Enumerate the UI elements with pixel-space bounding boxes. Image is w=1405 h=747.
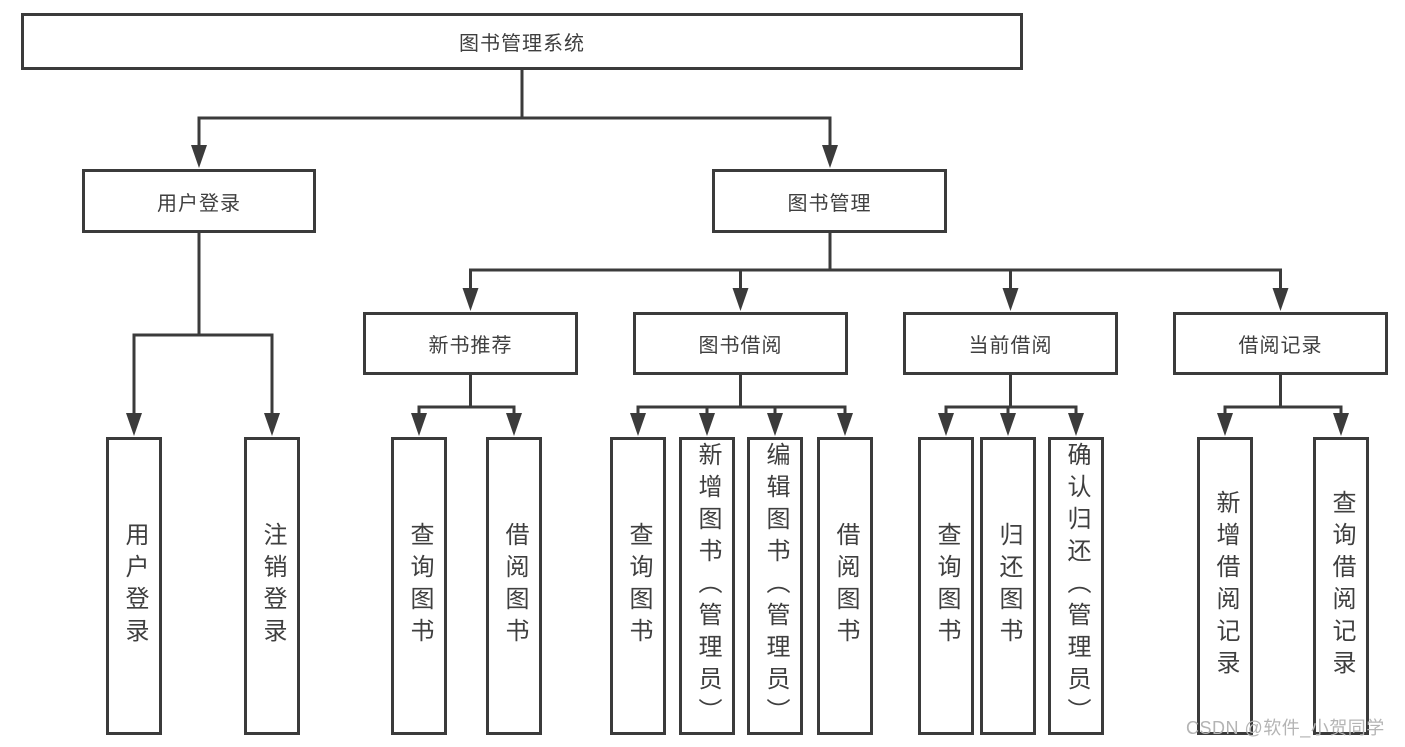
node-new-book-recommend: 新书推荐 (363, 312, 578, 375)
leaf-query-book-borrow-label: 查询图书 (625, 522, 652, 650)
leaf-borrow-book-recommend-label: 借阅图书 (501, 522, 528, 650)
leaf-add-borrow-record-label: 新增借阅记录 (1212, 490, 1239, 682)
node-book-borrow: 图书借阅 (633, 312, 848, 375)
leaf-borrow-book-borrow: 借阅图书 (817, 437, 873, 735)
leaf-query-book-recommend-label: 查询图书 (406, 522, 433, 650)
leaf-logout-label: 注销登录 (259, 522, 286, 650)
csdn-watermark: CSDN @软件_小贺同学 (1186, 718, 1385, 738)
node-user-login-label: 用户登录 (157, 192, 241, 215)
node-new-book-recommend-label: 新书推荐 (428, 335, 513, 357)
leaf-return-book: 归还图书 (980, 437, 1036, 735)
leaf-add-book-admin: 新增图书（管理员） (679, 437, 735, 735)
leaf-borrow-book-borrow-label: 借阅图书 (832, 522, 859, 650)
leaf-user-login: 用户登录 (106, 437, 162, 735)
node-root-label: 图书管理系统 (459, 33, 585, 55)
node-current-borrow: 当前借阅 (903, 312, 1118, 375)
node-current-borrow-label: 当前借阅 (968, 335, 1053, 357)
leaf-user-login-label: 用户登录 (121, 522, 148, 650)
arrowheads (126, 145, 1349, 436)
leaf-query-book-current: 查询图书 (918, 437, 974, 735)
leaf-edit-book-admin-label: 编辑图书（管理员） (762, 442, 789, 730)
leaf-query-borrow-record: 查询借阅记录 (1313, 437, 1369, 735)
leaf-edit-book-admin: 编辑图书（管理员） (747, 437, 803, 735)
node-book-management-label: 图书管理 (787, 192, 872, 215)
leaf-query-book-recommend: 查询图书 (391, 437, 447, 735)
leaf-query-book-current-label: 查询图书 (933, 522, 960, 650)
leaf-query-book-borrow: 查询图书 (610, 437, 666, 735)
leaf-add-book-admin-label: 新增图书（管理员） (694, 442, 721, 730)
leaf-return-book-label: 归还图书 (995, 522, 1022, 650)
node-user-login: 用户登录 (82, 169, 316, 233)
node-book-management: 图书管理 (712, 169, 947, 233)
leaf-add-borrow-record: 新增借阅记录 (1197, 437, 1253, 735)
node-root: 图书管理系统 (21, 13, 1023, 70)
leaf-logout: 注销登录 (244, 437, 300, 735)
leaf-confirm-return-admin-label: 确认归还（管理员） (1063, 442, 1090, 730)
node-borrow-record: 借阅记录 (1173, 312, 1388, 375)
node-borrow-record-label: 借阅记录 (1238, 335, 1323, 357)
leaf-confirm-return-admin: 确认归还（管理员） (1048, 437, 1104, 735)
leaf-query-borrow-record-label: 查询借阅记录 (1328, 490, 1355, 682)
leaf-borrow-book-recommend: 借阅图书 (486, 437, 542, 735)
node-book-borrow-label: 图书借阅 (698, 335, 783, 357)
